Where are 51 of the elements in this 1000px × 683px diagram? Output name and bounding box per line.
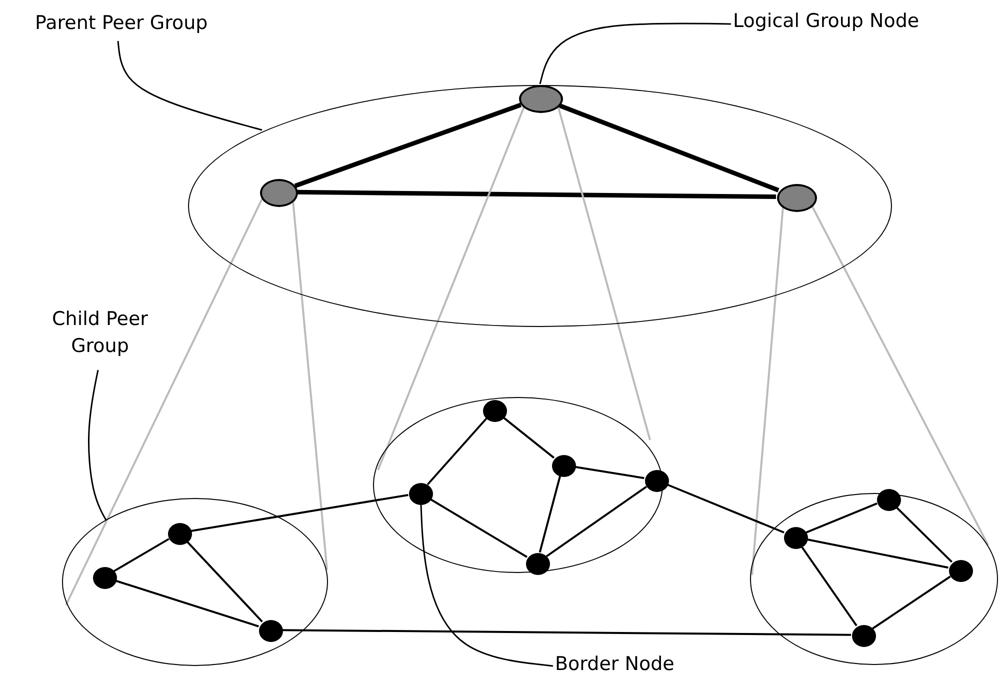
link-line — [430, 498, 528, 558]
network-node — [409, 483, 433, 505]
link-line — [115, 580, 259, 628]
network-node — [784, 527, 808, 549]
link-line — [294, 102, 522, 188]
network-node — [552, 455, 576, 477]
link-line — [546, 486, 648, 558]
link-line — [872, 576, 951, 630]
network-node — [645, 470, 669, 492]
link-line — [426, 418, 488, 486]
logical-group-node — [777, 184, 817, 212]
network-node — [877, 489, 901, 511]
network-node — [93, 567, 117, 589]
link-line — [502, 416, 555, 459]
link-line — [114, 538, 170, 572]
peer-group-ellipse — [188, 85, 892, 327]
network-node — [168, 523, 192, 545]
projection-line — [811, 206, 989, 546]
callout-label: Border Node — [555, 651, 695, 678]
logical-group-node — [519, 85, 563, 113]
link-line — [538, 475, 562, 553]
network-node — [259, 620, 283, 642]
leader-line — [420, 504, 554, 667]
link-line — [800, 546, 858, 626]
leader-line — [88, 370, 107, 520]
projection-line — [557, 106, 651, 440]
projection-line — [751, 206, 784, 576]
link-line — [574, 466, 644, 480]
projection-line — [292, 200, 328, 570]
network-node — [526, 553, 550, 575]
link-line — [282, 629, 851, 636]
logical-group-node — [260, 179, 298, 207]
link-line — [190, 494, 408, 532]
link-line — [296, 190, 776, 200]
callout-label: Parent Peer Group — [35, 10, 235, 37]
network-node — [852, 625, 876, 647]
leader-line — [117, 40, 262, 131]
callout-label: Child Peer Group — [40, 306, 160, 360]
peer-group-ellipse — [62, 498, 328, 666]
projection-line — [65, 198, 263, 606]
callout-label: Logical Group Node — [733, 8, 993, 35]
leader-line — [539, 22, 732, 84]
link-line — [895, 506, 953, 563]
link-line — [186, 540, 263, 622]
link-line — [806, 502, 878, 534]
projection-line — [377, 106, 525, 470]
link-line — [806, 538, 948, 569]
network-node — [483, 400, 507, 422]
network-node — [949, 560, 973, 582]
link-line — [558, 103, 780, 192]
link-line — [666, 484, 784, 534]
